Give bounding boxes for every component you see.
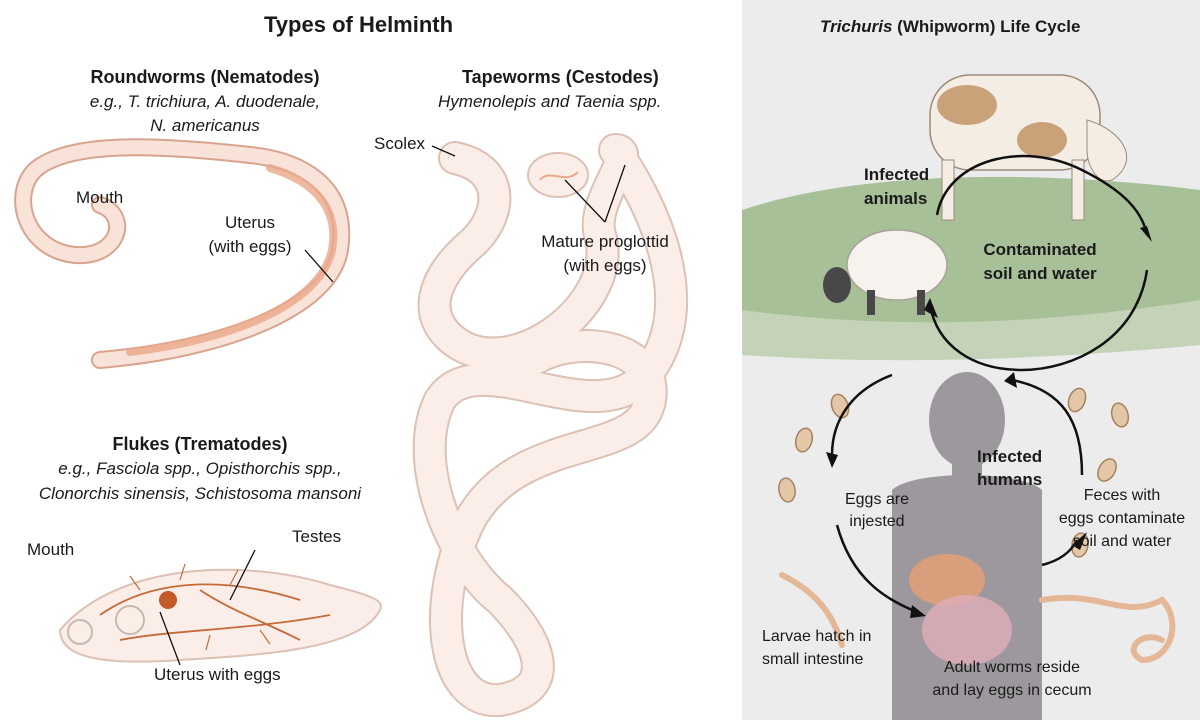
tapeworm-scolex-label: Scolex (374, 134, 426, 153)
flukes-examples-2: Clonorchis sinensis, Schistosoma mansoni (38, 484, 362, 503)
fluke-testes-label: Testes (292, 527, 342, 546)
grass-field (742, 176, 1200, 355)
arrow-heads (826, 226, 1152, 618)
adult-worms-1: Adult worms reside (943, 659, 1081, 676)
flukes-heading: Flukes (Trematodes) (112, 434, 288, 454)
helminth-illustrations (14, 133, 689, 718)
feces-1: Feces with (1083, 487, 1161, 504)
roundworms-examples-2: N. americanus (150, 116, 260, 135)
infected-humans-1: Infected (977, 447, 1043, 466)
roundworm-mouth-label: Mouth (76, 188, 124, 207)
infected-animals-1: Infected (864, 165, 930, 184)
larva-worm (779, 572, 845, 648)
roundworm-uterus-label-2: (with eggs) (208, 237, 292, 256)
roundworms-heading: Roundworms (Nematodes) (90, 67, 320, 87)
contaminated-1: Contaminated (983, 240, 1097, 259)
larvae-1: Larvae hatch in (762, 628, 872, 645)
tapeworm-illustration (412, 133, 689, 718)
fluke-mouth-label: Mouth (27, 540, 75, 559)
tapeworm-proglottid-label-1: Mature proglottid (541, 232, 669, 251)
left-title: Types of Helminth (264, 12, 454, 37)
tapeworms-examples: Hymenolepis and Taenia spp. (438, 92, 662, 111)
fluke-uterus-label: Uterus with eggs (154, 665, 281, 684)
roundworm-illustration (14, 138, 351, 369)
infected-humans-2: humans (977, 470, 1043, 489)
life-cycle-panel: Trichuris (Whipworm) Life Cycle Infected… (742, 0, 1200, 720)
cow-illustration (929, 74, 1128, 221)
infected-animals-2: animals (864, 189, 928, 208)
tapeworms-heading: Tapeworms (Cestodes) (462, 67, 659, 87)
feces-3: soil and water (1072, 533, 1172, 550)
tapeworm-proglottid-label-2: (with eggs) (563, 256, 647, 275)
flukes-examples-1: e.g., Fasciola spp., Opisthorchis spp., (58, 459, 342, 478)
right-title-rest: (Whipworm) Life Cycle (892, 17, 1081, 36)
feces-2: eggs contaminate (1058, 510, 1186, 527)
right-title-italic: Trichuris (820, 17, 893, 36)
egg-icons (778, 387, 1130, 558)
eggs-injested-2: injested (849, 513, 905, 530)
right-title: Trichuris (Whipworm) Life Cycle (820, 17, 1080, 37)
larvae-2: small intestine (762, 651, 864, 668)
roundworms-examples-1: e.g., T. trichiura, A. duodenale, (89, 92, 321, 111)
eggs-injested-1: Eggs are (844, 491, 910, 508)
human-silhouette (892, 372, 1042, 720)
adult-worms-2: and lay eggs in cecum (932, 682, 1092, 699)
sheep-illustration (823, 229, 948, 315)
life-cycle-illustration (742, 74, 1200, 720)
fluke-illustration (58, 549, 382, 666)
adult-worm (1039, 594, 1176, 664)
roundworm-uterus-label-1: Uterus (224, 213, 276, 232)
contaminated-2: soil and water (983, 264, 1097, 283)
cycle-arrows (830, 154, 1149, 614)
